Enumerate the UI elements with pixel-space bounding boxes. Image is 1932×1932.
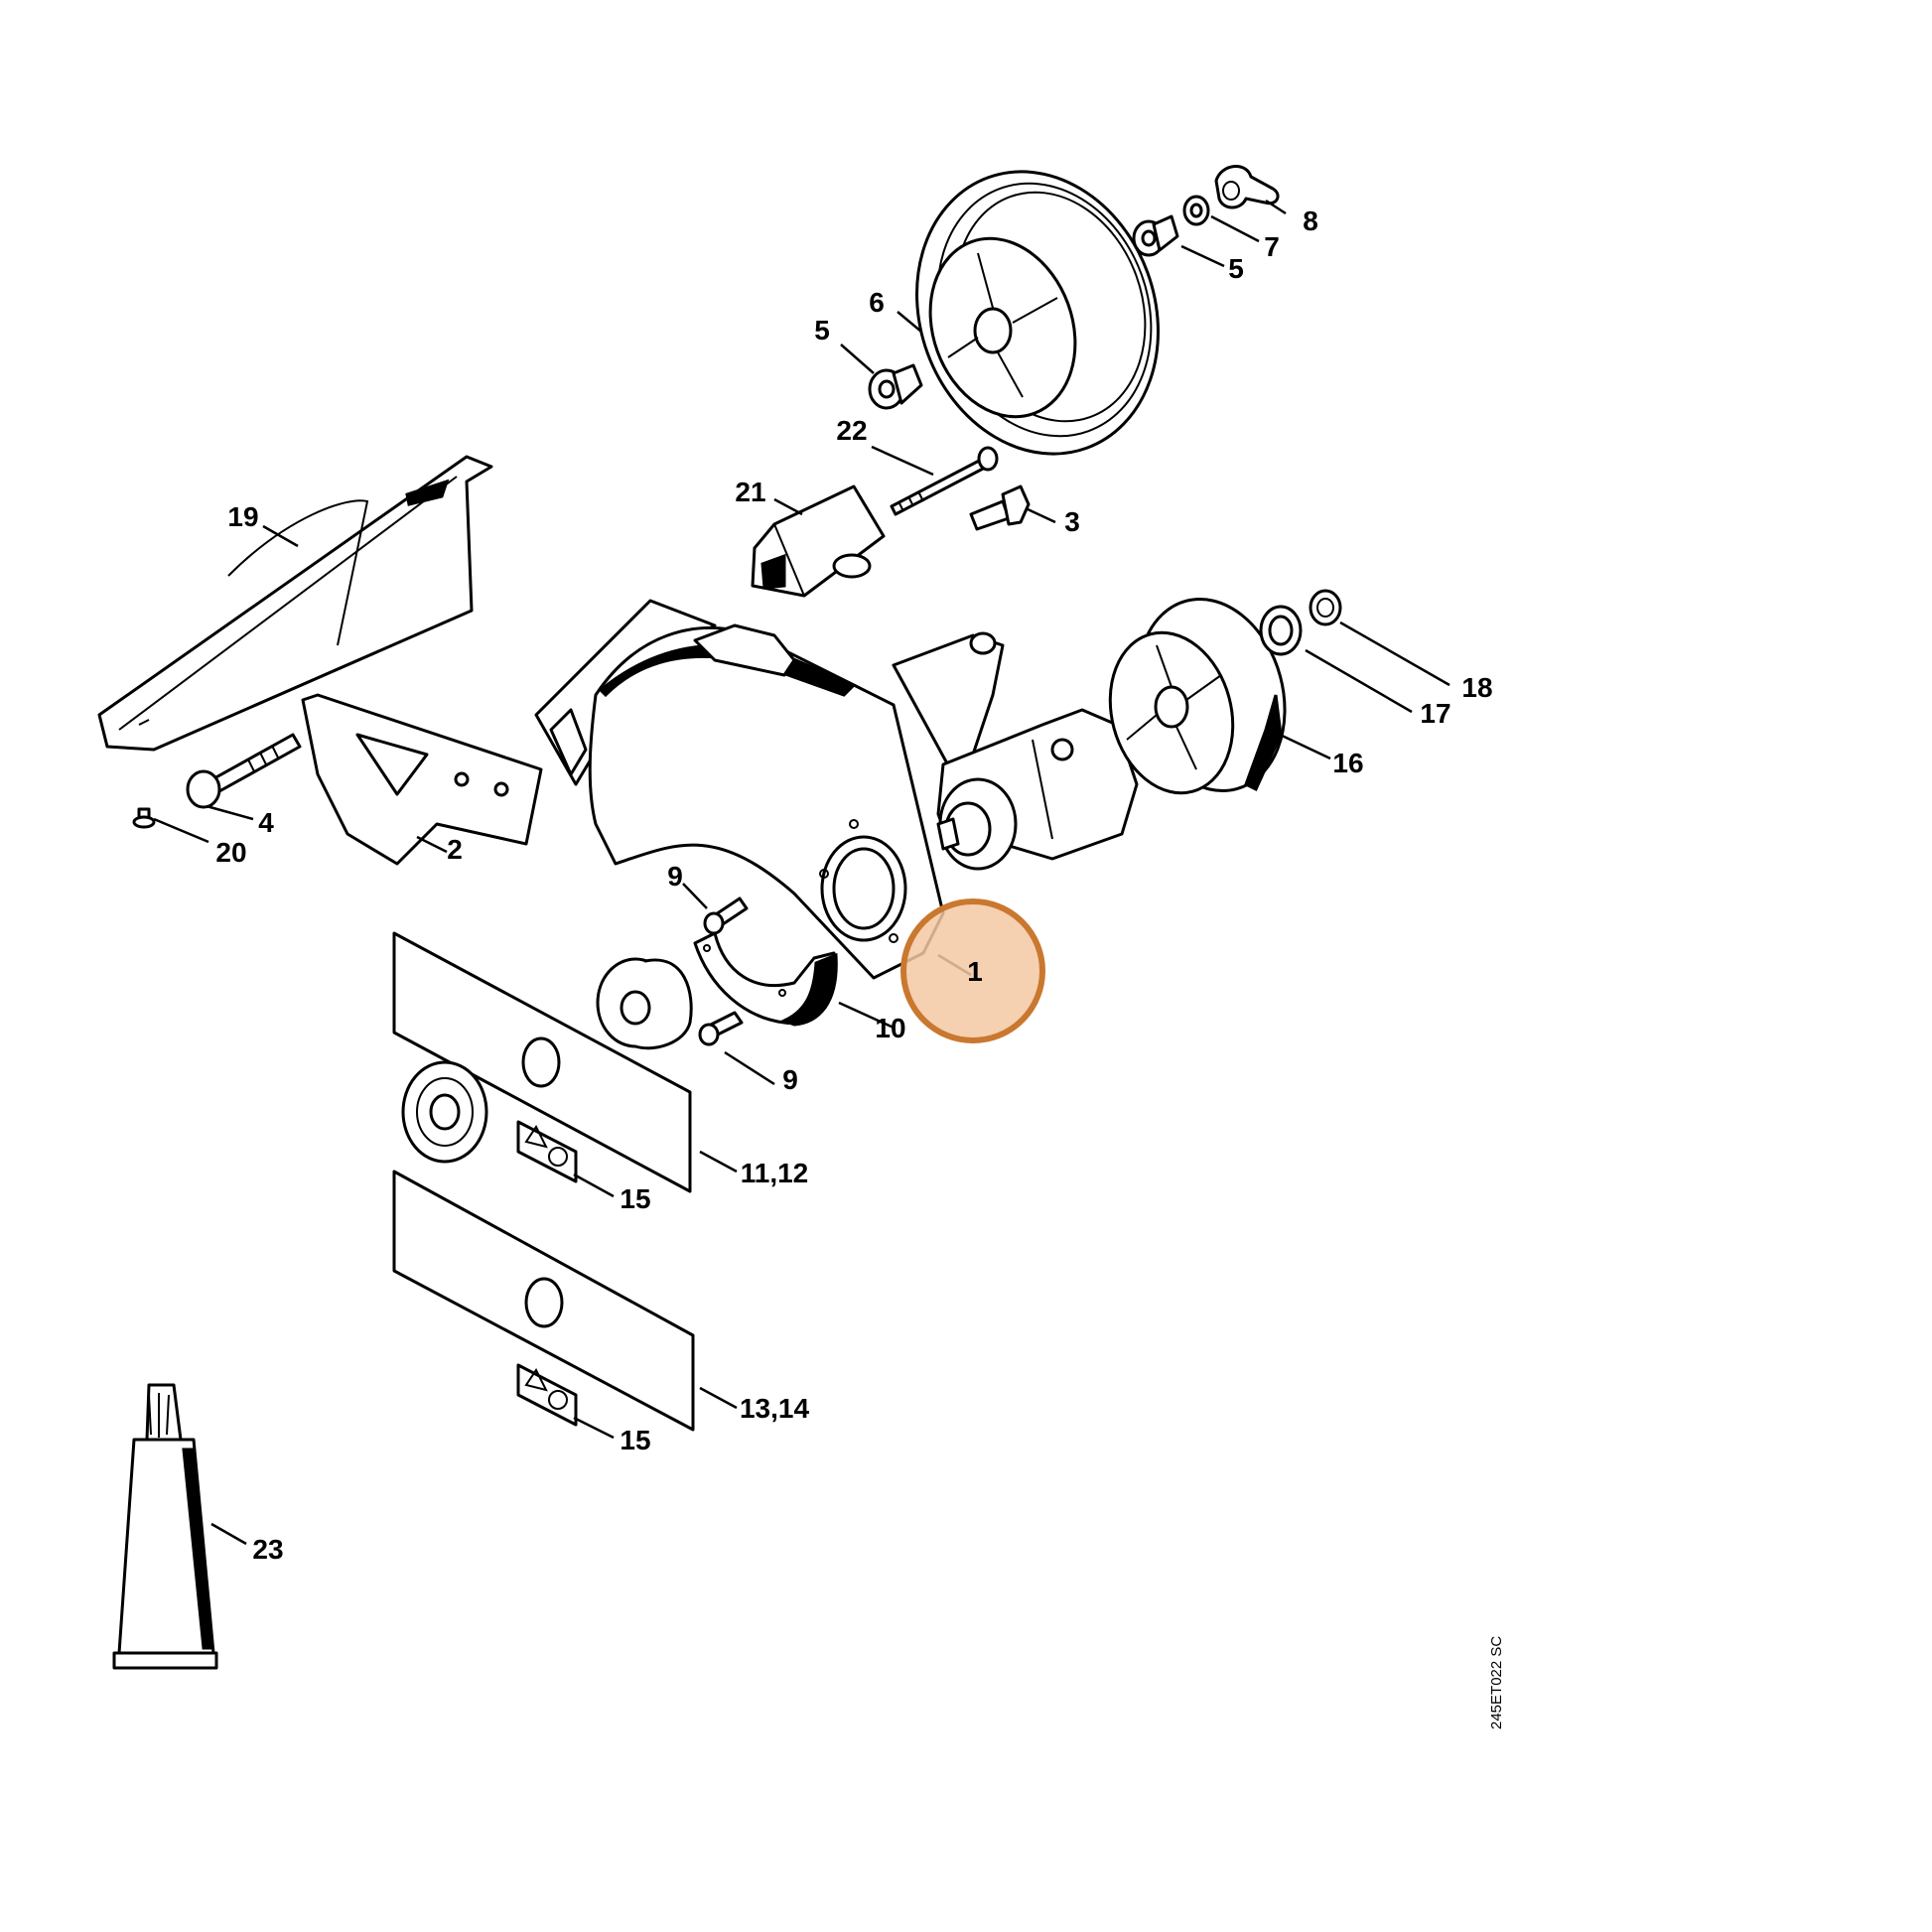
part-23-grease-tube[interactable] [112, 1383, 218, 1670]
callout-21[interactable]: 21 [735, 477, 765, 507]
callout-10[interactable]: 10 [875, 1013, 905, 1043]
callout-9-upper[interactable]: 9 [667, 861, 683, 892]
callout-16[interactable]: 16 [1332, 748, 1363, 778]
callout-23[interactable]: 23 [252, 1534, 283, 1565]
part-7-washer[interactable] [1182, 195, 1210, 226]
part-15-warning-decal-lower[interactable] [516, 1363, 578, 1427]
callout-19[interactable]: 19 [227, 501, 258, 532]
callout-1-highlight [900, 898, 1045, 1043]
callout-5-upper[interactable]: 5 [1228, 253, 1244, 284]
part-19-guard-shield[interactable] [97, 455, 493, 752]
part-10-clamp[interactable] [693, 931, 838, 1027]
thrust-collar[interactable] [596, 957, 693, 1050]
callout-2[interactable]: 2 [447, 834, 463, 865]
part-9-screw-lower[interactable] [698, 1011, 744, 1046]
callout-8[interactable]: 8 [1303, 206, 1318, 236]
part-3-screw[interactable] [969, 484, 1031, 531]
callout-3[interactable]: 3 [1064, 506, 1080, 537]
part-8-wing-nut[interactable] [1214, 165, 1280, 209]
part-22-long-bolt[interactable] [890, 446, 999, 516]
part-13-14-blade[interactable] [392, 1170, 695, 1432]
callout-22[interactable]: 22 [836, 415, 867, 446]
callout-7[interactable]: 7 [1264, 231, 1280, 262]
part-5-bushing-lower[interactable] [868, 363, 923, 410]
callout-13-14[interactable]: 13,14 [740, 1393, 809, 1424]
part-9-screw-upper[interactable] [703, 897, 749, 935]
part-17-washer[interactable] [1259, 605, 1303, 656]
pressure-disk[interactable] [401, 1060, 488, 1164]
part-18-circlip[interactable] [1309, 589, 1342, 626]
part-5-bushing-upper[interactable] [1132, 214, 1179, 257]
callout-17[interactable]: 17 [1420, 698, 1450, 729]
part-11-12-blade[interactable] [392, 931, 692, 1193]
part-16-small-wheel[interactable] [1093, 583, 1306, 808]
part-15-warning-decal-upper[interactable] [516, 1120, 578, 1183]
part-2-support-plate[interactable] [301, 693, 543, 866]
callout-9-lower[interactable]: 9 [782, 1064, 798, 1095]
part-6-large-wheel[interactable] [879, 137, 1197, 487]
callout-5-lower[interactable]: 5 [814, 315, 830, 345]
callout-6[interactable]: 6 [869, 287, 885, 318]
part-21-bracket[interactable] [751, 484, 886, 598]
callout-18[interactable]: 18 [1461, 672, 1492, 703]
gearbox-assembly[interactable] [892, 631, 1139, 871]
callout-15-lower[interactable]: 15 [620, 1425, 650, 1455]
callout-1[interactable]: 1 [967, 956, 983, 987]
part-1-housing[interactable] [534, 599, 945, 980]
callout-11-12[interactable]: 11,12 [741, 1158, 809, 1188]
callout-15-upper[interactable]: 15 [620, 1183, 650, 1214]
callout-20[interactable]: 20 [215, 837, 246, 868]
leader-lines [153, 199, 1450, 1546]
part-4-carriage-bolt[interactable] [186, 733, 302, 809]
drawing-reference: 245ET022 SC [1488, 1636, 1505, 1729]
callout-labels: 1 2 3 4 5 5 6 7 8 9 9 10 11,12 13,14 15 … [215, 206, 1492, 1565]
callout-4[interactable]: 4 [258, 807, 274, 838]
part-20-small-screw[interactable] [132, 807, 156, 829]
